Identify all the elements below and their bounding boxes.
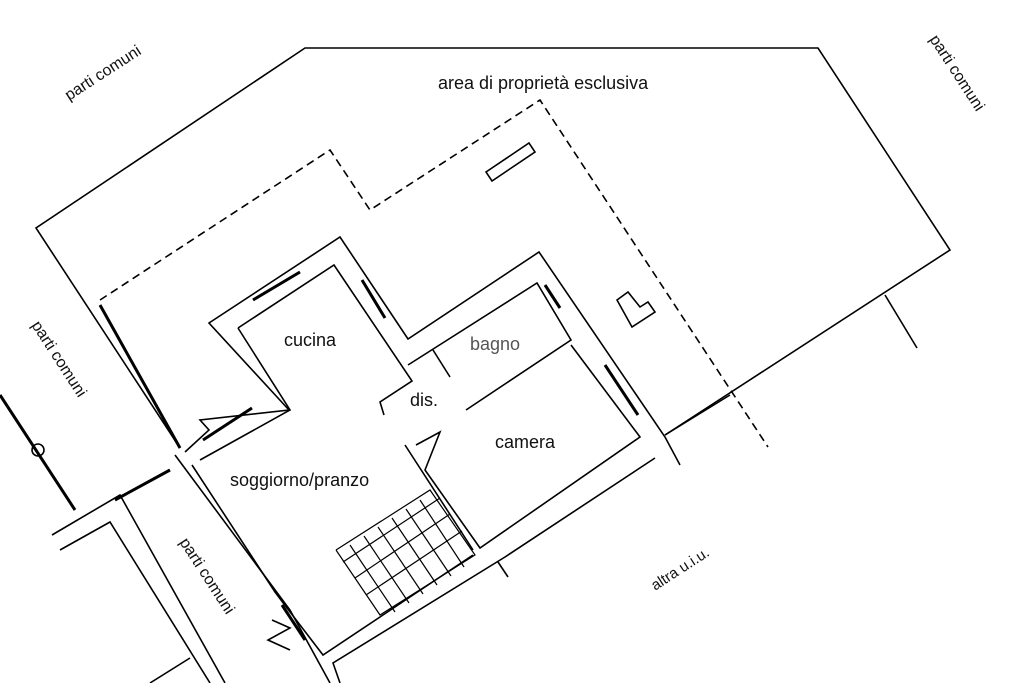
property-boundary bbox=[34, 47, 952, 449]
inner-wall-left bbox=[199, 327, 292, 461]
common-area-walls-2 bbox=[59, 520, 211, 683]
fence bbox=[664, 394, 731, 436]
boundary-tick bbox=[884, 294, 918, 349]
label-camera: camera bbox=[495, 432, 556, 452]
inner-wall-bagno bbox=[407, 281, 573, 411]
label-area-esclusiva: area di proprietà esclusiva bbox=[438, 73, 649, 93]
label-bagno: bagno bbox=[470, 334, 521, 354]
entrance-arrow bbox=[266, 619, 292, 651]
outer-wall bbox=[184, 235, 681, 466]
windows bbox=[0, 270, 640, 641]
inner-wall-cucina bbox=[237, 263, 414, 416]
outer-wall-west bbox=[174, 454, 331, 683]
common-area-walls bbox=[51, 493, 226, 683]
exclusive-area-boundary bbox=[99, 98, 769, 448]
column-symbol bbox=[31, 443, 45, 457]
staircase bbox=[335, 489, 476, 616]
common-area-walls-3 bbox=[149, 657, 191, 683]
label-soggiorno-pranzo: soggiorno/pranzo bbox=[230, 470, 370, 490]
outer-wall-south bbox=[332, 457, 656, 683]
inner-wall-camera bbox=[415, 344, 642, 550]
small-rectangle bbox=[484, 141, 537, 183]
bagno-door bbox=[432, 349, 451, 378]
altra-uiu-tick bbox=[497, 561, 509, 578]
entry-wall bbox=[404, 444, 474, 551]
l-shape-element bbox=[615, 290, 657, 329]
inner-wall-soggiorno bbox=[191, 464, 474, 657]
label-dis: dis. bbox=[410, 390, 439, 410]
label-cucina: cucina bbox=[284, 330, 337, 350]
